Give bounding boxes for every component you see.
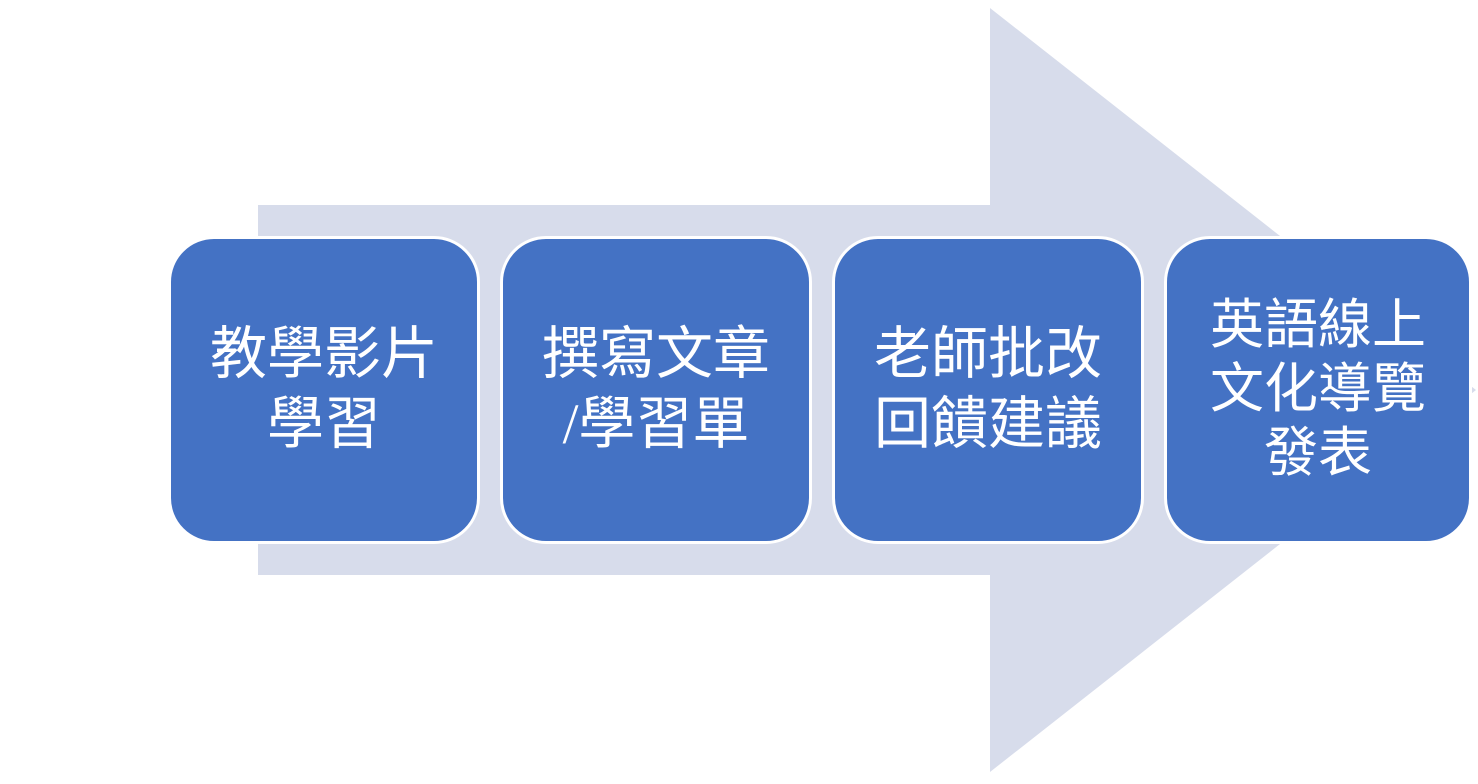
step-text-line: 撰寫文章 xyxy=(542,323,770,387)
step-text-line: 回饋建議 xyxy=(874,393,1102,456)
step-text-line: 老師批改 xyxy=(874,323,1102,387)
process-step-2: 撰寫文章 /學習單 xyxy=(500,236,812,544)
step-text-line: 英語線上 xyxy=(1210,295,1426,356)
step-text-line: 發表 xyxy=(1264,422,1372,483)
process-step-3: 老師批改 回饋建議 xyxy=(832,236,1144,544)
process-step-4: 英語線上 文化導覽 發表 xyxy=(1164,236,1472,544)
process-step-1: 教學影片 學習 xyxy=(168,236,480,544)
step-text-line: 教學影片 xyxy=(210,323,438,387)
step-text-line: 學習 xyxy=(267,393,381,456)
step-text-line: 文化導覽 xyxy=(1210,359,1426,420)
step-text-line: /學習單 xyxy=(562,393,750,456)
